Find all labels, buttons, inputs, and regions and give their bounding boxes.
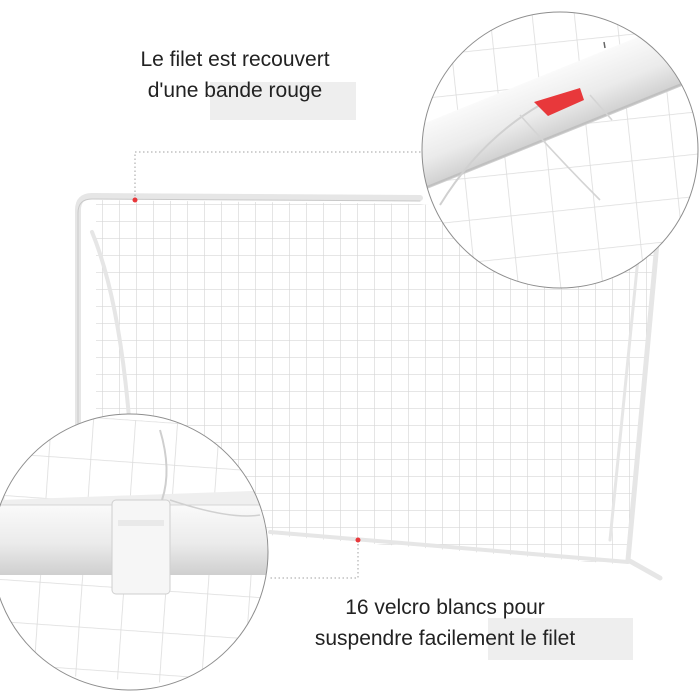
caption-top-line-2: d'une bande rouge: [147, 79, 323, 102]
caption-highlight: [210, 82, 356, 120]
caption-bottom-line-1: 16 velcro blancs pour: [345, 596, 545, 619]
callout-leaders: [134, 151, 425, 579]
caption-highlight: [488, 618, 633, 660]
velcro-strap-icon: [111, 499, 171, 595]
caption-top-line-1: Le filet est recouvert: [140, 48, 330, 71]
marker-dot-top: [132, 197, 138, 203]
red-clip-icon: [534, 88, 584, 116]
goal-frame: [75, 193, 663, 581]
caption-net-band: Le filet est recouvert d'une bande rouge: [110, 44, 360, 120]
caption-velcro: 16 velcro blancs pour suspendre facileme…: [255, 592, 635, 660]
zoom-circle-velcro: [0, 413, 269, 691]
marker-dot-bottom: [355, 537, 361, 543]
caption-bottom-line-2: suspendre facilement le filet: [314, 627, 576, 650]
